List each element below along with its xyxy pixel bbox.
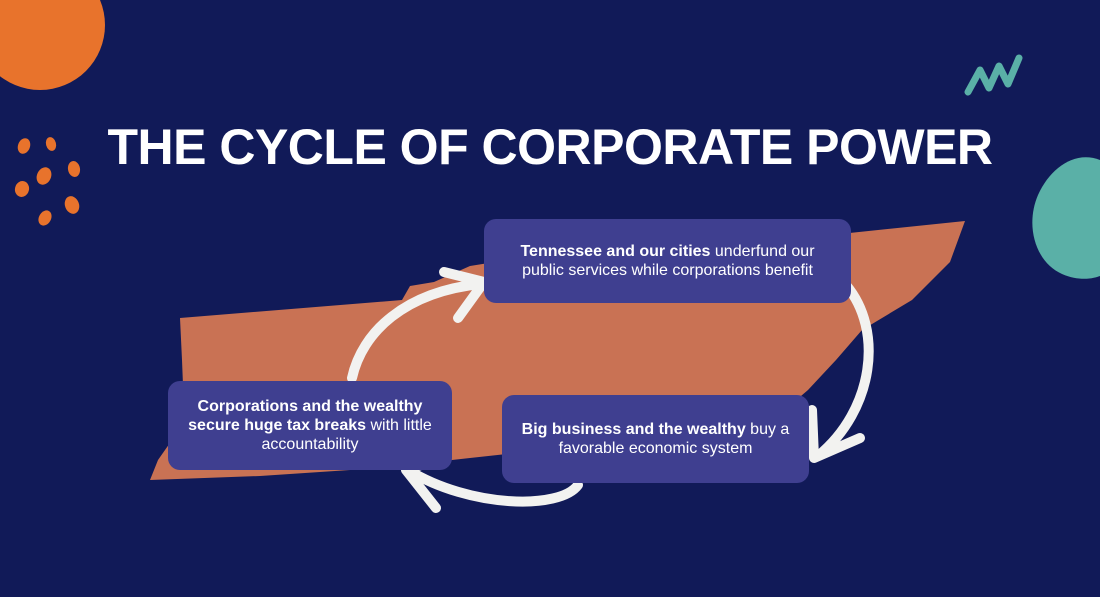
cycle-arrow-icon — [807, 280, 874, 463]
cycle-step-tax-breaks: Corporations and the wealthy secure huge… — [168, 381, 452, 470]
cycle-step-buy-system: Big business and the wealthy buy a favor… — [502, 395, 809, 483]
teal-blob-icon — [1032, 157, 1100, 279]
teal-zigzag-icon — [964, 54, 1023, 96]
cycle-step-bold: Corporations and the wealthy secure huge… — [188, 398, 423, 434]
cycle-step-bold: Big business and the wealthy — [521, 421, 746, 438]
cycle-step-text: with little accountability — [261, 417, 432, 453]
cycle-arrow-icon — [347, 267, 489, 383]
cycle-step-bold: Tennessee and our cities — [520, 243, 711, 260]
orange-dots-icon — [14, 137, 81, 226]
orange-circle-icon — [0, 0, 105, 90]
cycle-step-underfund: Tennessee and our cities underfund our p… — [484, 219, 851, 303]
cycle-step-text: underfund our public services while corp… — [522, 243, 815, 279]
cycle-step-text: buy a favorable economic system — [558, 421, 790, 457]
page-title: THE CYCLE OF CORPORATE POWER — [107, 119, 993, 175]
